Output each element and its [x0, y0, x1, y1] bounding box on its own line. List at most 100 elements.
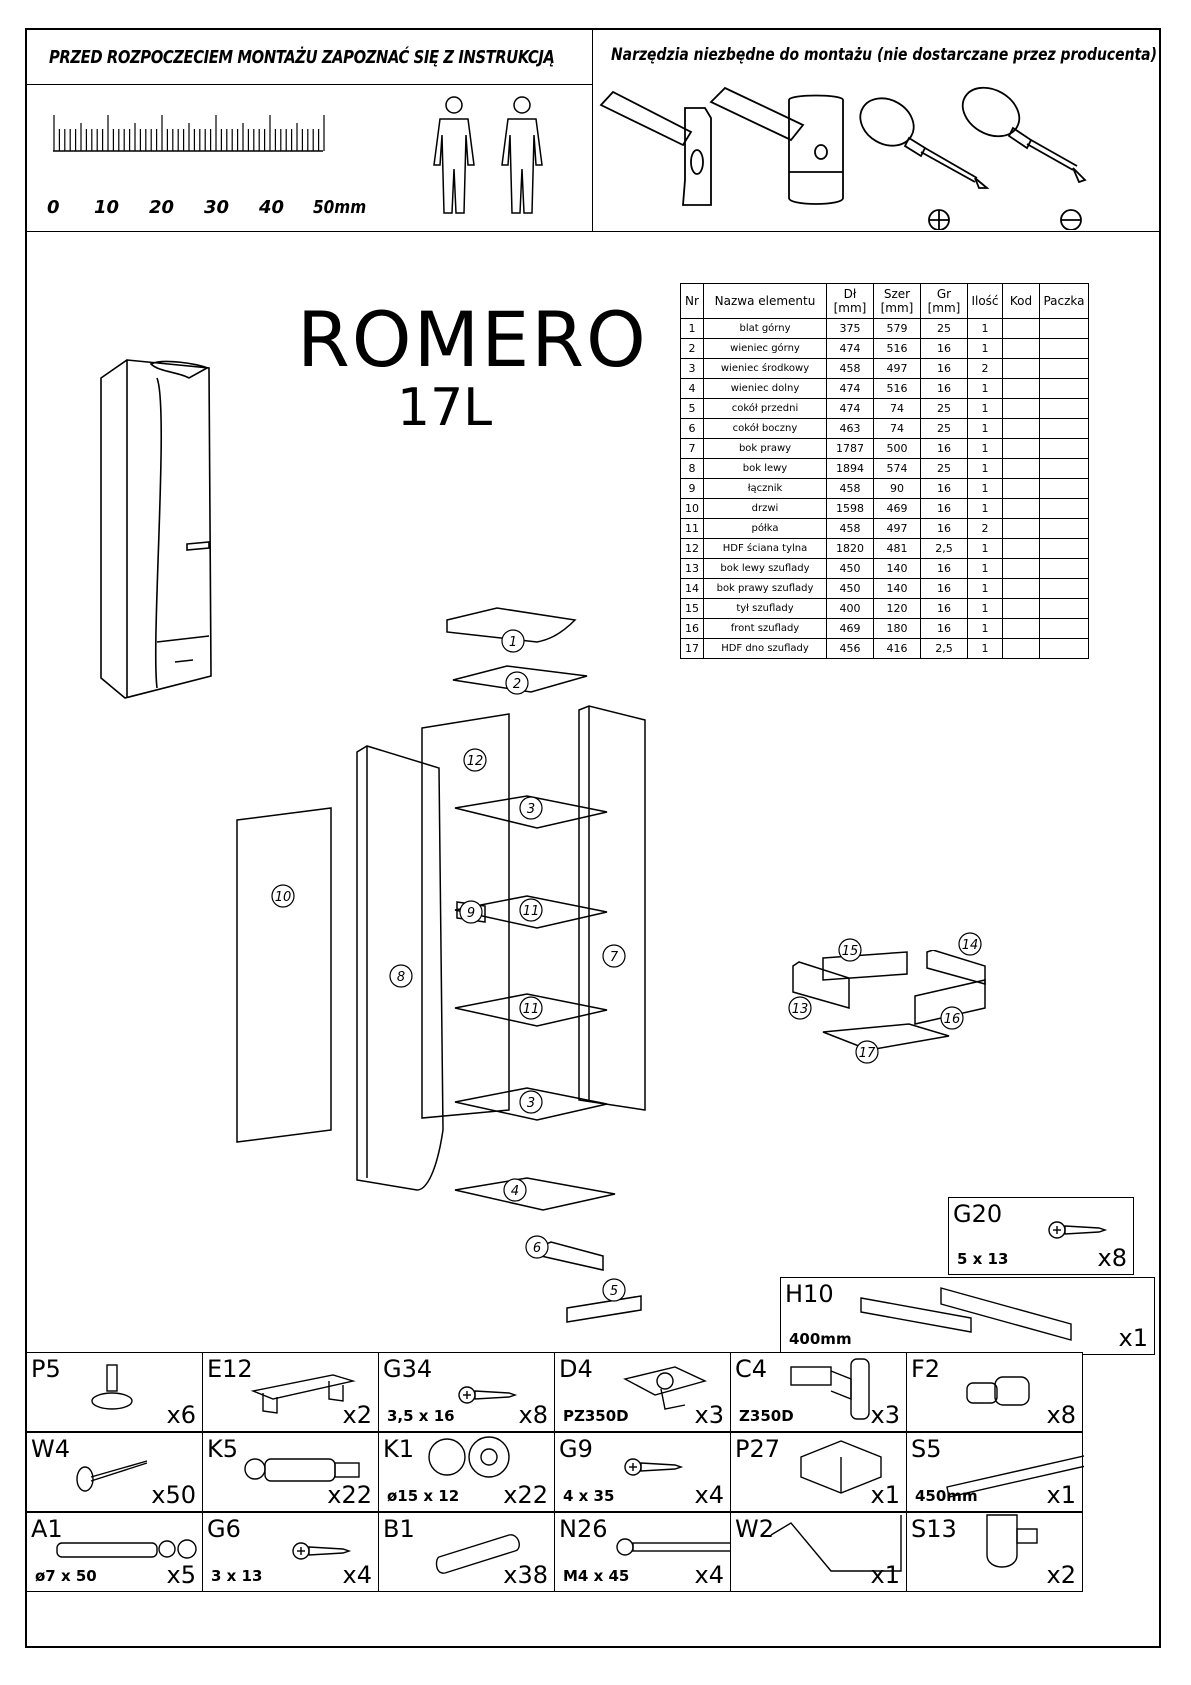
table-cell: 579: [873, 318, 921, 339]
table-cell: 1: [967, 338, 1003, 359]
screw-icon: [624, 1458, 684, 1476]
table-cell: [1002, 538, 1040, 559]
table-cell: 16: [920, 438, 968, 459]
table-cell: 8: [680, 458, 704, 479]
table-cell: [1039, 578, 1089, 599]
table-cell: 1: [967, 378, 1003, 399]
ruler-box: 0 10 20 30 40 50mm: [27, 85, 593, 232]
hardware-qty: x4: [342, 1561, 372, 1589]
table-cell: 1: [967, 478, 1003, 499]
table-cell: 516: [873, 378, 921, 399]
table-cell: 9: [680, 478, 704, 499]
table-cell: 458: [826, 358, 874, 379]
part-number-label: 8: [397, 970, 405, 985]
dowel-icon: [435, 1534, 520, 1574]
screw-icon: [292, 1542, 352, 1560]
table-cell: cokół przedni: [703, 398, 827, 419]
table-cell: [1039, 538, 1089, 559]
table-cell: 375: [826, 318, 874, 339]
table-cell: wieniec środkowy: [703, 358, 827, 379]
hardware-spec: 3 x 13: [211, 1567, 263, 1585]
part-number-label: 10: [275, 890, 292, 905]
table-cell: [1039, 358, 1089, 379]
table-cell: 469: [826, 618, 874, 639]
hardware-spec: 4 x 35: [563, 1487, 615, 1505]
table-cell: 458: [826, 518, 874, 539]
hardware-code: G9: [559, 1435, 593, 1463]
ruler-label: 20: [149, 197, 175, 218]
table-cell: 10: [680, 498, 704, 519]
table-cell: [1039, 458, 1089, 479]
ruler-label: 10: [94, 197, 120, 218]
table-cell: 16: [920, 378, 968, 399]
table-cell: 180: [873, 618, 921, 639]
table-cell: [1039, 378, 1089, 399]
table-cell: 3: [680, 358, 704, 379]
table-cell: bok prawy: [703, 438, 827, 459]
table-cell: 17: [680, 638, 704, 659]
ruler-label: 50mm: [313, 197, 367, 218]
table-cell: 497: [873, 358, 921, 379]
table-cell: 5: [680, 398, 704, 419]
hardware-code: W2: [735, 1515, 774, 1543]
table-cell: [1002, 618, 1040, 639]
hardware-spec: 5 x 13: [957, 1250, 1009, 1268]
table-cell: wieniec dolny: [703, 378, 827, 399]
table-cell: HDF ściana tylna: [703, 538, 827, 559]
table-cell: [1002, 398, 1040, 419]
table-cell: 74: [873, 398, 921, 419]
hardware-qty: x50: [151, 1481, 196, 1509]
screw-icon: [458, 1386, 518, 1404]
connector-bolt-icon: [244, 1458, 360, 1482]
hardware-qty: x4: [694, 1561, 724, 1589]
table-cell: 2: [967, 358, 1003, 379]
table-cell: 474: [826, 338, 874, 359]
hardware-code: G20: [953, 1200, 1003, 1228]
table-cell: 1: [967, 618, 1003, 639]
table-cell: 74: [873, 418, 921, 439]
foot-glide-icon: [91, 1364, 133, 1410]
hardware-code: H10: [785, 1280, 834, 1308]
rod-holder-icon: [986, 1514, 1038, 1568]
table-cell: 1: [967, 438, 1003, 459]
bracket-icon: [800, 1440, 882, 1494]
table-cell: półka: [703, 518, 827, 539]
table-cell: [1039, 638, 1089, 659]
hardware-qty: x3: [870, 1401, 900, 1429]
table-header: Nr: [680, 283, 704, 319]
table-cell: cokół boczny: [703, 418, 827, 439]
table-cell: łącznik: [703, 478, 827, 499]
bolt-icon: [616, 1538, 732, 1556]
table-cell: 1: [967, 638, 1003, 659]
hardware-qty: x1: [1046, 1481, 1076, 1509]
table-cell: 16: [920, 518, 968, 539]
part-number-label: 11: [523, 904, 540, 919]
hardware-qty: x3: [694, 1401, 724, 1429]
table-cell: 1894: [826, 458, 874, 479]
hardware-code: S5: [911, 1435, 942, 1463]
table-cell: 16: [920, 498, 968, 519]
tools-box: Narzędzia niezbędne do montażu (nie dost…: [593, 30, 1159, 232]
table-cell: 16: [920, 478, 968, 499]
part-number-label: 11: [523, 1002, 540, 1017]
table-cell: [1002, 638, 1040, 659]
table-cell: 25: [920, 418, 968, 439]
table-cell: 140: [873, 558, 921, 579]
table-cell: [1002, 418, 1040, 439]
part-number-label: 9: [467, 906, 475, 921]
table-cell: [1002, 478, 1040, 499]
table-cell: [1002, 338, 1040, 359]
table-cell: [1039, 318, 1089, 339]
